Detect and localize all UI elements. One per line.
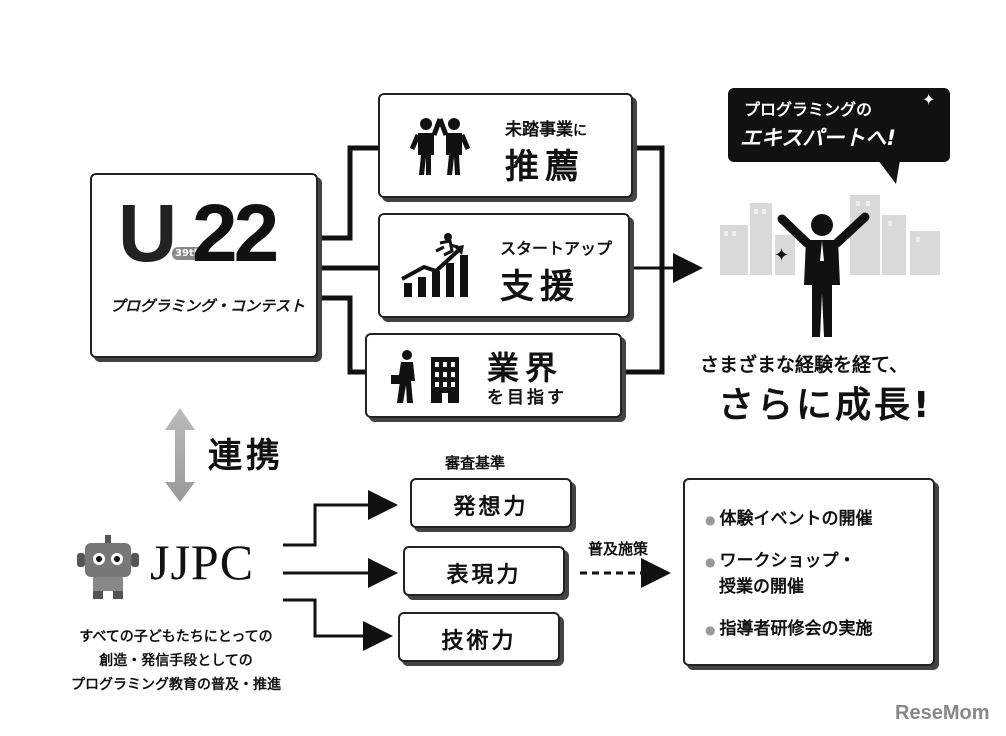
sparkle-icon: ✦ [922,90,936,109]
bullet-dot-icon: ● [705,623,716,637]
criteria-label: 技術力 [441,629,517,654]
connector-merge [622,145,665,375]
jjpc-desc-line: すべての子どもたちにとっての [79,629,273,645]
logo-22: 22 [192,188,279,279]
criteria-title: 審査基準 [445,454,506,472]
path-small-text: 未踏事業 [505,120,573,140]
growth-line1: さまざまな経験を経て、 [700,354,909,376]
jjpc-robot-icon [77,535,139,599]
u22-logo-box: U 39th 22 プログラミング・コンテスト [90,173,318,358]
criteria-box-expression: 表現力 [403,546,565,596]
policy-label: 普及施策 [588,540,649,558]
speech-line1: プログラミングの [744,100,873,119]
arrow-to-idea [283,490,398,547]
criteria-label: 発想力 [453,495,529,520]
criteria-box-technique: 技術力 [398,612,560,662]
event-item: ワークショップ・ [719,551,856,571]
resemom-watermark: ReseMom [895,702,990,724]
path-small-text: を目指す [487,388,567,408]
logo-edition: 39th [172,247,204,260]
link-label: 連携 [208,436,284,476]
bullet-dot-icon: ● [705,513,716,527]
connector-to-industry [318,295,365,375]
events-box: ●体験イベントの開催 ●ワークショップ・ 授業の開催 ●指導者研修会の実施 [683,478,935,666]
jjpc-description: すべての子どもたちにとっての 創造・発信手段としての プログラミング教育の普及・… [56,625,296,697]
event-item: 指導者研修会の実施 [719,619,873,639]
path-box-recommend: 未踏事業に 推薦 [378,93,633,198]
businessman-building-icon [391,350,459,403]
growth-line2: さらに成長! [718,385,933,426]
path-small-text: スタートアップ [500,239,613,258]
path-box-industry: 業界 を目指す [365,333,622,418]
path-big-text: 支援 [500,267,580,307]
path-box-startup: スタートアップ 支援 [378,213,630,318]
path-small-suffix: に [573,123,587,139]
path-big-text: 推薦 [505,147,585,187]
speech-bubble: プログラミングの エキスパートへ! ✦ [728,88,950,162]
speech-bubble-tail [878,160,900,184]
jjpc-desc-line: 創造・発信手段としての [99,653,253,669]
logo-subtitle: プログラミング・コンテスト [110,297,306,315]
bullet-dot-icon: ● [705,555,716,569]
link-double-arrow [165,408,195,502]
rising-bar-chart-runner-icon [401,233,468,297]
criteria-label: 表現力 [446,563,522,588]
event-item: 体験イベントの開催 [719,509,873,529]
svg-text:✦: ✦ [774,245,789,266]
raised-hands-people-icon [410,118,470,175]
arrow-to-technique [283,598,393,651]
jjpc-name: JJPC [150,534,255,590]
connector-to-mito [318,145,378,241]
speech-line2: エキスパートへ! [740,126,896,150]
path-big-text: 業界 [487,349,564,387]
criteria-box-idea: 発想力 [410,478,572,528]
event-item-cont: 授業の開催 [719,577,804,597]
expert-city-icon: ✦ [720,195,940,337]
jjpc-desc-line: プログラミング教育の普及・推進 [71,677,281,693]
logo-u: U [118,188,178,279]
